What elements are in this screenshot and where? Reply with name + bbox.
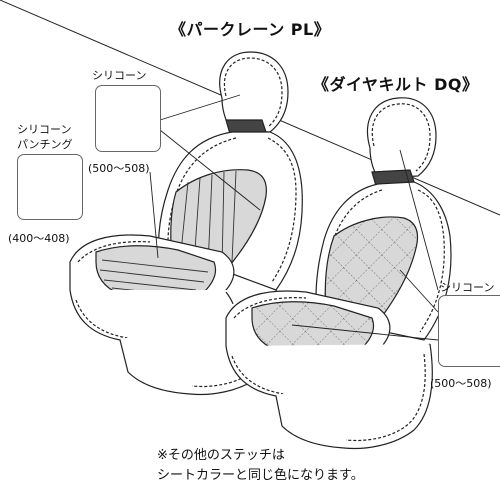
swatch-pl-silicone — [95, 85, 161, 152]
title-parklane: 《パークレーン PL》 — [170, 20, 331, 39]
swatch-dq-silicone-label: シリコーン — [440, 281, 495, 294]
leader-lines — [149, 94, 439, 341]
title-diamond-quilt: 《ダイヤキルト DQ》 — [313, 75, 479, 94]
swatch-punching — [17, 154, 83, 220]
swatch-punching-label-2: パンチング — [17, 138, 73, 151]
swatch-pl-silicone-code: (500〜508) — [88, 162, 150, 175]
swatch-punching-code: (400〜408) — [8, 232, 70, 245]
footnote-line-1: ※その他のステッチは — [157, 448, 285, 463]
footnote-line-2: シートカラーと同じ色になります。 — [157, 468, 364, 483]
swatch-punching-label-1: シリコーン — [17, 123, 72, 136]
swatch-dq-silicone — [438, 295, 500, 367]
swatch-dq-silicone-code: (500〜508) — [430, 377, 492, 390]
seat-dq — [225, 97, 452, 450]
swatch-pl-silicone-label: シリコーン — [92, 69, 147, 82]
